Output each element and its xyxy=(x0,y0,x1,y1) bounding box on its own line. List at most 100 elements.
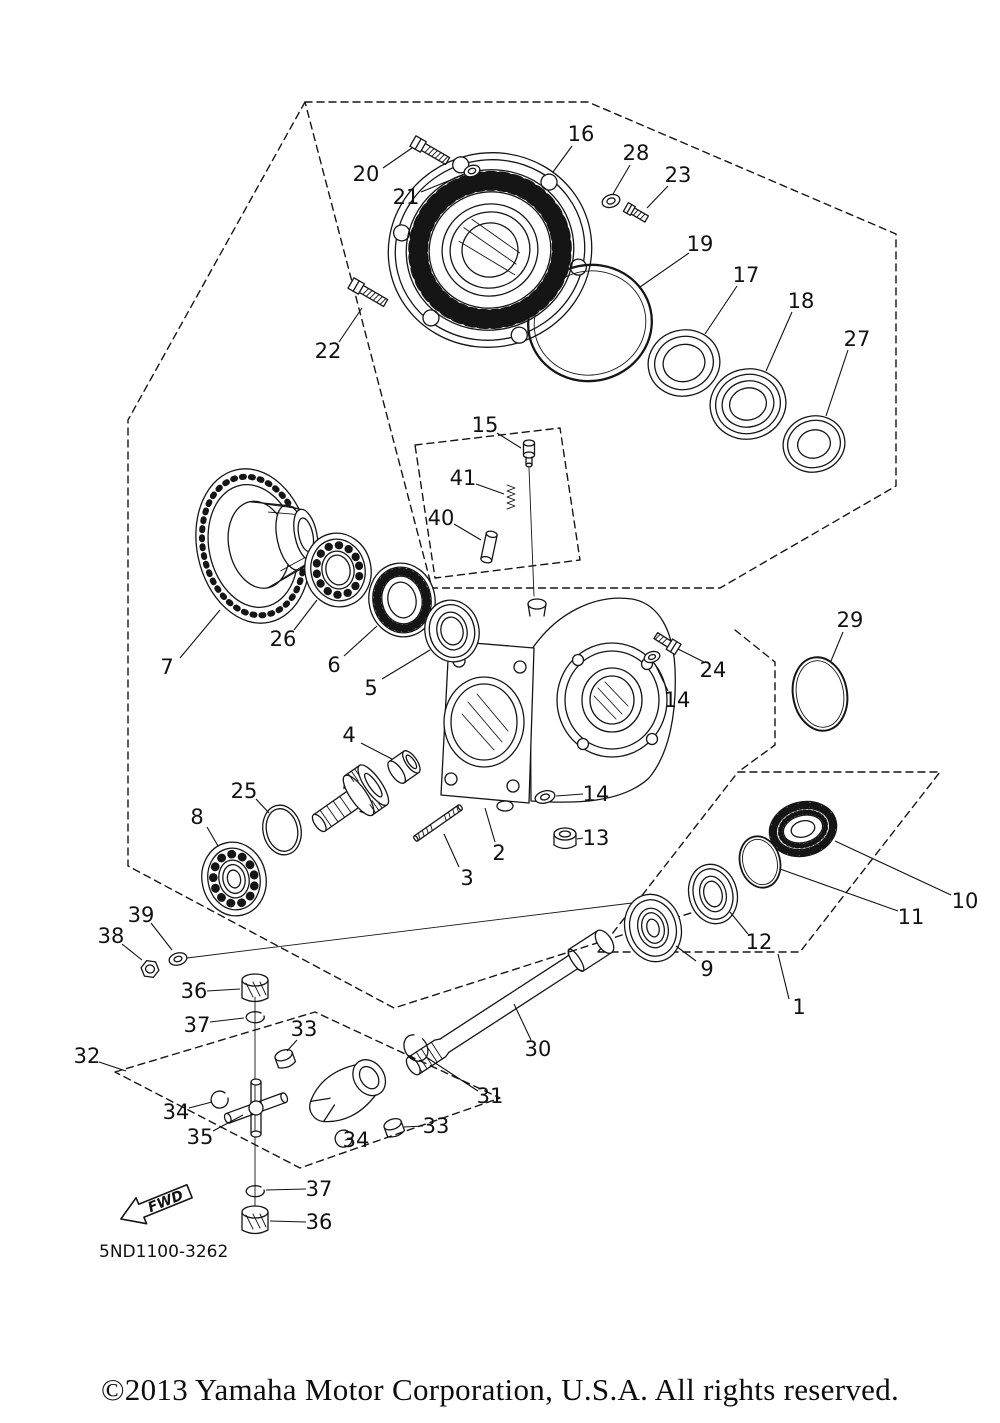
leader-line-32 xyxy=(98,1061,127,1072)
fwd-arrow: FWD xyxy=(120,1183,193,1225)
leader-line-11 xyxy=(779,868,899,912)
part-35-spider-cross xyxy=(223,1078,289,1138)
part-28-washer xyxy=(601,193,621,209)
leader-line-16 xyxy=(552,145,573,173)
leader-line-21 xyxy=(420,174,464,193)
part-callout-24: 24 xyxy=(700,658,727,682)
part-callout-3: 3 xyxy=(460,866,473,890)
leader-line-31 xyxy=(425,1056,479,1092)
part-40-pin xyxy=(480,530,498,564)
part-30-drive-shaft xyxy=(405,929,615,1076)
leader-line-30 xyxy=(513,1003,532,1041)
part-callout-2: 2 xyxy=(492,841,505,865)
part-callout-4: 4 xyxy=(342,723,355,747)
part-3-stud-bolt xyxy=(413,804,463,842)
part-callout-32: 32 xyxy=(74,1044,101,1068)
part-34-snap-ring xyxy=(334,1129,353,1148)
part-13-drain-plug xyxy=(553,827,577,850)
part-39-washer xyxy=(168,952,188,966)
part-22-flange-bolt xyxy=(347,277,389,308)
part-callout-38: 38 xyxy=(98,924,125,948)
leader-line-33 xyxy=(286,1039,298,1052)
part-callout-14: 14 xyxy=(664,688,691,712)
part-14-washer xyxy=(643,650,661,664)
leader-line-33 xyxy=(403,1125,424,1128)
part-callout-40: 40 xyxy=(428,506,455,530)
leader-line-39 xyxy=(150,922,173,951)
leader-line-34 xyxy=(344,1138,353,1141)
part-callout-17: 17 xyxy=(733,263,760,287)
leader-line-7 xyxy=(179,609,221,659)
part-callout-33: 33 xyxy=(423,1114,450,1138)
part-33-bearing-cup xyxy=(274,1048,297,1069)
leader-line-36 xyxy=(206,988,241,992)
leader-line-14 xyxy=(555,793,584,797)
part-callout-22: 22 xyxy=(315,339,342,363)
part-callout-1: 1 xyxy=(792,995,805,1019)
leader-line-38 xyxy=(121,943,143,961)
leader-line-23 xyxy=(646,185,669,209)
part-callout-16: 16 xyxy=(568,122,595,146)
part-37-clip xyxy=(245,1185,265,1198)
part-25-shim-ring xyxy=(262,804,302,856)
part-16-bearing-housing-cover xyxy=(387,152,593,348)
part-callout-9: 9 xyxy=(700,957,713,981)
leader-line-12 xyxy=(729,911,749,935)
part-24-bolt xyxy=(653,632,682,656)
part-callout-5: 5 xyxy=(364,676,377,700)
part-27-washer xyxy=(782,415,846,473)
leader-line-14 xyxy=(654,663,669,692)
part-10-ring-nut xyxy=(768,800,838,858)
part-callout-19: 19 xyxy=(687,232,714,256)
part-17-oil-seal xyxy=(647,329,721,397)
part-callout-8: 8 xyxy=(190,805,203,829)
part-31-snap-ring xyxy=(403,1034,429,1062)
part-19-o-ring xyxy=(527,263,653,383)
part-callout-20: 20 xyxy=(353,162,380,186)
leader-line-35 xyxy=(212,1114,244,1132)
part-41-spring xyxy=(506,484,516,510)
leader-line-6 xyxy=(343,625,378,657)
leader-line-1 xyxy=(777,953,790,1000)
leader-line-8 xyxy=(206,826,219,847)
part-26-ball-bearing xyxy=(304,532,372,608)
part-callout-31: 31 xyxy=(477,1084,504,1108)
part-callout-12: 12 xyxy=(746,930,773,954)
part-34-snap-ring xyxy=(210,1090,229,1109)
diagram-code: 5ND1100-3262 xyxy=(99,1242,228,1262)
part-callout-27: 27 xyxy=(844,327,871,351)
part-29-o-ring xyxy=(791,656,849,732)
part-callout-14: 14 xyxy=(583,782,610,806)
leader-line-4 xyxy=(360,742,393,760)
part-callout-29: 29 xyxy=(837,608,864,632)
leader-line-34 xyxy=(188,1101,213,1109)
leader-line-2 xyxy=(484,807,496,843)
part-4-collar xyxy=(387,750,421,784)
leader-line-9 xyxy=(675,945,697,962)
part-callout-34: 34 xyxy=(163,1100,190,1124)
callout-layer: 2021162823191718272215414026657424142925… xyxy=(74,122,979,1234)
part-callout-36: 36 xyxy=(306,1210,333,1234)
part-2-gear-case xyxy=(440,597,676,812)
part-callout-7: 7 xyxy=(160,655,173,679)
part-9-bearing xyxy=(623,893,683,963)
part-callout-10: 10 xyxy=(952,889,979,913)
part-callout-33: 33 xyxy=(291,1017,318,1041)
leader-line-24 xyxy=(677,648,705,663)
leader-line-29 xyxy=(830,631,844,662)
part-21-washer xyxy=(463,164,481,178)
part-15-breather xyxy=(522,439,536,468)
leader-line-13 xyxy=(576,837,584,840)
part-6-needle-bearing xyxy=(368,562,436,638)
part-callout-34: 34 xyxy=(343,1128,370,1152)
part-33-bearing-cup xyxy=(383,1117,406,1138)
part-36-damper xyxy=(241,973,269,1003)
part-callout-35: 35 xyxy=(187,1125,214,1149)
part-callout-37: 37 xyxy=(306,1177,333,1201)
leader-line-20 xyxy=(382,147,413,169)
leader-line-25 xyxy=(255,798,270,814)
leader-line-27 xyxy=(825,349,849,417)
part-38-nut xyxy=(140,959,160,979)
part-callout-39: 39 xyxy=(128,903,155,927)
